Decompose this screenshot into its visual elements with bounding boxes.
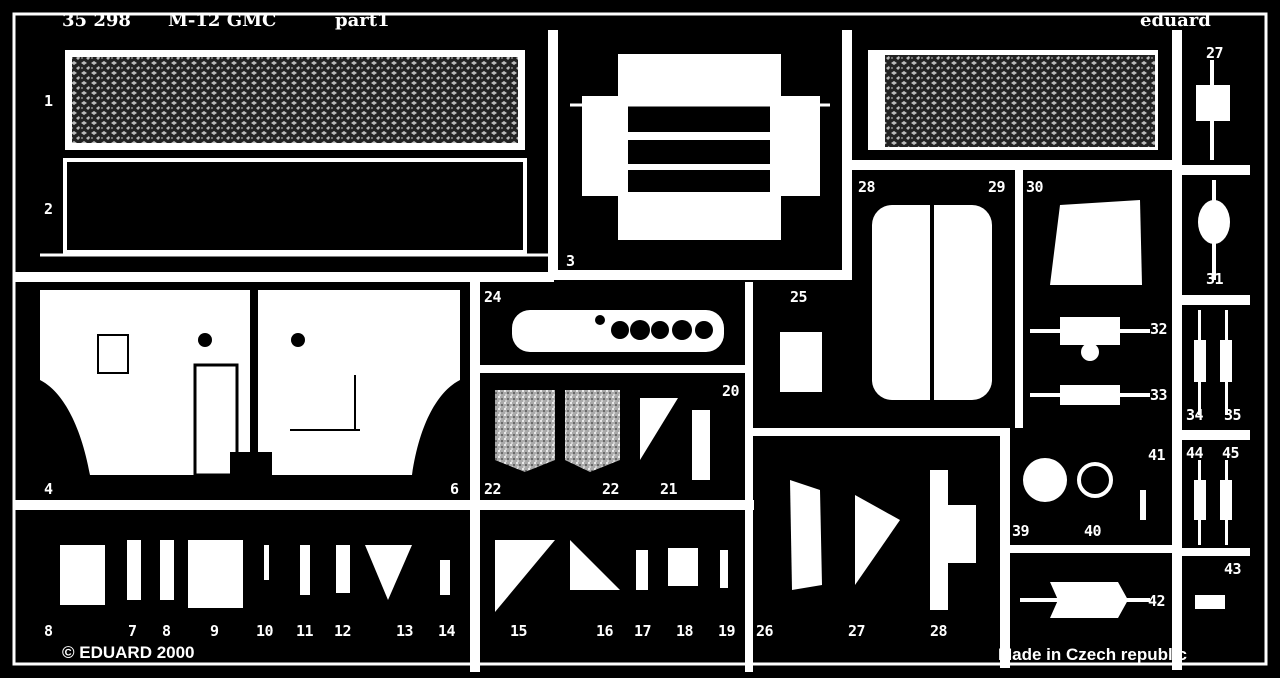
part-2-plate [63,158,527,254]
part-number: 39 [1012,522,1030,540]
parts-34-35 [1194,310,1232,415]
part-number: 8 [44,622,53,640]
part-39 [1023,458,1067,502]
part-number: 6 [450,480,459,498]
part-number: 40 [1084,522,1102,540]
part-number: 4 [44,480,53,498]
part-number: 15 [510,622,528,640]
part-20 [692,410,710,480]
part-number: 33 [1150,386,1168,404]
part-38 [930,470,976,610]
part-number: 20 [722,382,740,400]
part-number: 30 [1026,178,1044,196]
part-number: 9 [210,622,219,640]
part-22-right [565,390,620,472]
part-number: 26 [756,622,774,640]
copyright-text: © EDUARD 2000 [62,643,195,662]
fret-part-label: part1 [335,10,390,31]
fret-code: 35 298 [62,10,131,31]
part-number: 28 [930,622,948,640]
part-number: 29 [988,178,1006,196]
part-6-panel [258,290,460,475]
part-number: 32 [1150,320,1168,338]
part-25 [780,332,822,392]
origin-text: Made in Czech republic [998,645,1187,664]
frame-border [12,12,1268,666]
part-number: 16 [596,622,614,640]
part-number: 10 [256,622,274,640]
part-number: 21 [660,480,678,498]
part-number: 43 [1224,560,1242,578]
part-number: 3 [566,252,575,270]
part-number: 27 [1206,44,1224,62]
part-24 [512,310,724,352]
part-number: 11 [296,622,314,640]
parts-bottom-left [60,540,450,608]
part-41 [1140,490,1146,520]
part-number: 14 [438,622,456,640]
part-number: 28 [858,178,876,196]
part-number: 1 [44,92,53,110]
part-number: 35 [1224,406,1242,424]
part-number: 13 [396,622,414,640]
part-number: 41 [1148,446,1166,464]
parts-bottom-middle [495,540,728,612]
part-27 [1196,60,1230,160]
part-28-29 [872,180,992,425]
part-number: 22 [484,480,502,498]
part-37 [855,495,900,585]
brand-logo: eduard [1140,10,1211,31]
part-1-tread [72,57,518,143]
part-3-hatch [570,54,830,240]
fret-title: M-12 GMC [168,10,277,31]
part-number: 25 [790,288,808,306]
part-number: 24 [484,288,502,306]
part-number: 17 [634,622,652,640]
part-23-tread [885,55,1155,147]
part-4-panel [40,290,250,477]
part-42 [1020,582,1150,618]
part-30 [1050,200,1142,285]
part-number: 34 [1186,406,1204,424]
part-number: 18 [676,622,694,640]
part-number: 19 [718,622,736,640]
part-32 [1030,317,1150,361]
part-number: 22 [602,480,620,498]
part-number: 8 [162,622,171,640]
part-number: 45 [1222,444,1240,462]
part-number: 7 [128,622,137,640]
part-43 [1195,595,1225,609]
part-36 [790,480,822,590]
part-31 [1198,180,1230,280]
part-33 [1030,385,1150,405]
fret-dividers [14,30,1250,672]
parts-44-45 [1194,460,1232,545]
part-number: 44 [1186,444,1204,462]
part-number: 12 [334,622,352,640]
part-5-notch [230,452,272,482]
part-21 [640,398,678,460]
part-number: 2 [44,200,53,218]
part-number: 42 [1148,592,1166,610]
part-22-left [495,390,555,472]
part-number: 27 [848,622,866,640]
part-number: 31 [1206,270,1224,288]
part-40 [1077,462,1113,498]
